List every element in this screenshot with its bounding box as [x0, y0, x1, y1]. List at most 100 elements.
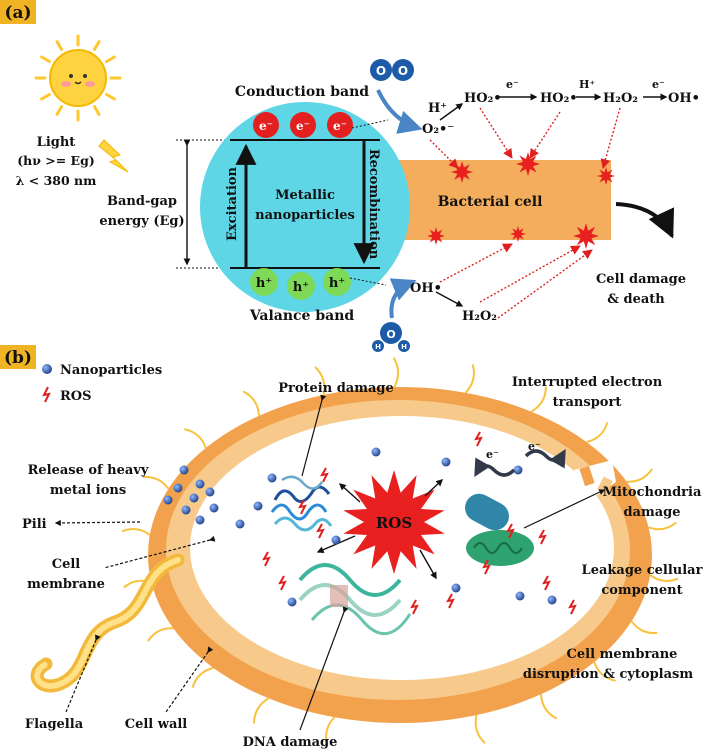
leakage-label-1: Leakage cellular [582, 563, 703, 578]
electron-2: e⁻ [296, 119, 310, 133]
electron-step-1: e⁻ [506, 78, 519, 91]
pilus [474, 714, 486, 744]
ho2-radical-1: HO₂• [464, 91, 502, 106]
recombination-label: Recombination [366, 149, 381, 260]
oxygen-molecule-icon: O O [370, 59, 414, 81]
panel-a-tag: (a) [4, 3, 31, 23]
flagella-texture [34, 557, 181, 689]
water-o-atom: O [386, 328, 395, 341]
mitochondria-icon [465, 493, 534, 566]
pilus [121, 527, 151, 536]
nanoparticle [209, 503, 219, 513]
o2-atom-2: O [398, 64, 408, 78]
cell-membrane-label-1: Cell [52, 557, 81, 572]
leakage-label-2: component [601, 583, 682, 598]
ros-bolt [278, 575, 287, 591]
membrane-disruption-label-1: Cell membrane [567, 647, 678, 662]
pilus [242, 390, 260, 416]
panel-a-tag-bg [0, 0, 36, 24]
pilus [593, 661, 616, 682]
mitochondria-damage-label-1: Mitochondria [603, 485, 702, 500]
ros-central-burst [343, 470, 445, 574]
ros-bolt [542, 575, 551, 591]
electron-1: e⁻ [259, 119, 273, 133]
bacterial-cell-label: Bacterial cell [438, 194, 543, 210]
superoxide-to-ho2-arrow [439, 103, 464, 121]
water-oxidation-arrow [389, 278, 417, 319]
nanoparticle [181, 505, 191, 515]
pilus [253, 697, 270, 724]
pilus [464, 364, 475, 394]
oh-to-h2o2-arrow [435, 291, 464, 307]
nanoparticle [371, 447, 381, 457]
pili-pointer [54, 519, 141, 526]
interrupted-transport-label-1: Interrupted electron [512, 375, 663, 390]
ros-bolt [446, 593, 455, 609]
particle-label-2: nanoparticles [255, 208, 355, 223]
water-h-atom-2: H [401, 343, 407, 351]
particle-label-1: Metallic [275, 188, 335, 203]
protein-structure-icon [270, 475, 333, 532]
h2o2-bottom-label: H₂O₂ [462, 309, 497, 324]
membrane-fragment-2 [597, 476, 613, 494]
pilus [540, 694, 558, 720]
nanoparticle [189, 493, 199, 503]
cell-wall-label: Cell wall [125, 717, 188, 732]
nanoparticle [267, 473, 277, 483]
hole-1: h⁺ [256, 276, 272, 291]
nanoparticle [253, 501, 263, 511]
nanoparticle [451, 583, 461, 593]
superoxide-label: O₂•⁻ [422, 122, 454, 137]
interrupted-transport-label-2: transport [553, 395, 622, 410]
flagella-label: Flagella [25, 717, 84, 732]
legend-nanoparticle-icon [42, 364, 52, 374]
cell-damage-label-2: & death [607, 292, 665, 307]
ros-burst-4 [427, 227, 445, 245]
hole-2: h⁺ [293, 280, 309, 295]
hydroxyl-bottom-label: OH• [410, 281, 442, 296]
dna-damage-pointer [299, 606, 349, 731]
pilus [530, 386, 547, 413]
electron-transport-e-1: e⁻ [528, 440, 541, 453]
ros-bolt [538, 529, 547, 545]
mitochondria-pointer [523, 489, 606, 529]
pili-label: Pili [22, 517, 47, 532]
ros-bursts-panel-a [427, 152, 615, 249]
nanoparticle [163, 495, 173, 505]
excitation-label: Excitation [225, 166, 240, 241]
membrane-fragment-1 [579, 465, 595, 487]
pilus [184, 428, 207, 449]
valance-band-label: Valance band [249, 308, 355, 324]
pilus [630, 620, 658, 635]
ros-bolt [316, 523, 325, 539]
pilus [147, 627, 174, 642]
nanoparticle [235, 519, 245, 529]
water-molecule-icon: O H H [372, 322, 410, 352]
ros-bolt [474, 431, 483, 447]
panel-b-tag-bg [0, 345, 36, 369]
nanoparticle [515, 591, 525, 601]
ho2-radical-2: HO₂• [540, 91, 578, 106]
ros-center-label: ROS [376, 514, 412, 532]
hydroxyl-top-label: OH• [668, 91, 700, 106]
water-h-atom-1: H [375, 343, 381, 351]
protein-damage-pointer [301, 394, 327, 477]
sun-icon [34, 34, 122, 122]
nanoparticle [195, 479, 205, 489]
ros-bolt [410, 599, 419, 615]
lightning-icon [98, 139, 129, 173]
nanoparticle [331, 535, 341, 545]
legend-ros-icon [42, 386, 51, 403]
light-condition: (hν >= Eg) [17, 153, 95, 168]
flagella-pointer [65, 634, 101, 713]
nanoparticle [205, 487, 215, 497]
ros-bolt [320, 467, 329, 483]
bandgap-label-2: energy (Eg) [99, 214, 184, 229]
h2o2-top-label: H₂O₂ [603, 91, 638, 106]
ros-bolt [262, 551, 271, 567]
hole-group: h⁺ h⁺ h⁺ [250, 268, 351, 300]
dna-strand-icon [298, 563, 412, 636]
electron-transport-arrow-up [524, 448, 566, 469]
electron-transport-arrow-down [474, 457, 516, 478]
